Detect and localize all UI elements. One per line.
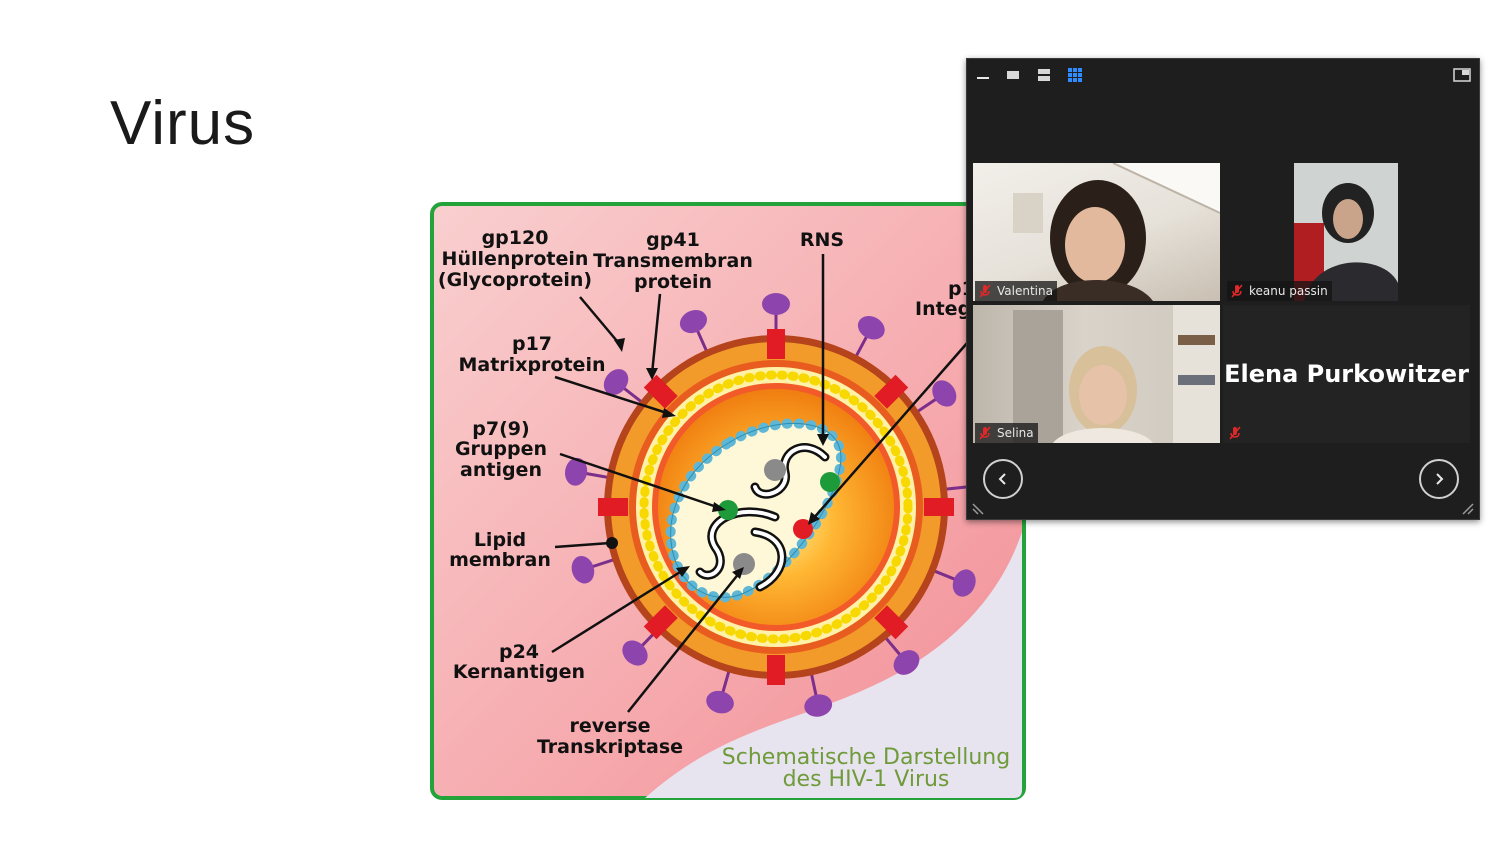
- gp41-blocks: [598, 329, 954, 685]
- label-p17-1: p17: [512, 333, 552, 355]
- chevron-right-icon: [1436, 473, 1444, 485]
- label-lipid-1: Lipid: [474, 529, 526, 551]
- label-p7-1: p7(9): [472, 418, 529, 440]
- participant-name: Valentina: [997, 284, 1053, 298]
- protein-dot-green-1: [718, 500, 738, 520]
- label-p17-2: Matrixprotein: [459, 354, 606, 376]
- participant-name-large: Elena Purkowitzer: [1224, 360, 1469, 388]
- hiv-diagram: gp120 Hüllenprotein (Glycoprotein) gp41 …: [430, 202, 1026, 800]
- minimize-icon[interactable]: [975, 67, 991, 83]
- label-gp41-3: protein: [634, 271, 712, 293]
- video-tile-elena[interactable]: Elena Purkowitzer: [1223, 305, 1470, 443]
- participant-name: keanu passin: [1249, 284, 1328, 298]
- participant-name-tag: Valentina: [975, 281, 1057, 301]
- participant-name-tag: keanu passin: [1227, 281, 1332, 301]
- mic-muted-icon: [979, 426, 991, 440]
- label-gp120-2: Hüllenprotein: [442, 248, 589, 270]
- single-view-icon[interactable]: [1005, 67, 1021, 83]
- protein-dot-green-2: [820, 472, 840, 492]
- video-feed: [1013, 305, 1220, 443]
- side-by-side-icon[interactable]: [1036, 67, 1052, 83]
- label-p1-2: Integ: [915, 298, 971, 320]
- mic-muted-icon: [1229, 426, 1241, 440]
- meeting-window: Valentina keanu passin Selina: [966, 58, 1480, 520]
- protein-dot-gray-1: [764, 459, 786, 481]
- matrix-dots: [639, 370, 913, 644]
- label-p24-2: Kernantigen: [453, 661, 585, 683]
- label-gp120-1: gp120: [482, 227, 549, 249]
- grid-view-icon[interactable]: [1067, 67, 1083, 83]
- resize-handle-icon[interactable]: [1461, 501, 1475, 515]
- label-rt-1: reverse: [569, 715, 650, 737]
- video-feed: [1013, 163, 1220, 301]
- label-lipid-2: membran: [449, 549, 551, 571]
- label-p24-1: p24: [499, 641, 539, 663]
- label-p7-3: antigen: [460, 459, 542, 481]
- diagram-caption-1: Schematische Darstellung: [722, 745, 1010, 770]
- label-gp41-2: Transmembran: [593, 250, 753, 272]
- mic-muted-icon: [979, 284, 991, 298]
- slide-title: Virus: [110, 89, 256, 158]
- label-gp120-3: (Glycoprotein): [438, 269, 592, 291]
- video-tile-valentina[interactable]: Valentina: [973, 163, 1220, 301]
- video-tile-keanu[interactable]: keanu passin: [1223, 163, 1470, 301]
- previous-page-button[interactable]: [983, 459, 1023, 499]
- participant-name-tag: Selina: [975, 423, 1038, 443]
- label-p7-2: Gruppen: [455, 438, 547, 460]
- next-page-button[interactable]: [1419, 459, 1459, 499]
- label-gp41-1: gp41: [646, 229, 700, 251]
- participant-name-tag: [1225, 423, 1251, 443]
- label-rns: RNS: [800, 229, 844, 251]
- mic-muted-icon: [1231, 284, 1243, 298]
- participant-name: Selina: [997, 426, 1034, 440]
- resize-handle-icon[interactable]: [971, 501, 985, 515]
- pip-icon[interactable]: [1453, 67, 1471, 83]
- video-feed: [1294, 163, 1398, 301]
- protein-dot-red: [793, 519, 813, 539]
- chevron-left-icon: [998, 473, 1006, 485]
- diagram-caption-2: des HIV-1 Virus: [783, 767, 950, 792]
- video-tile-selina[interactable]: Selina: [973, 305, 1220, 443]
- label-rt-2: Transkriptase: [537, 736, 683, 758]
- diagram-background-lavender: [645, 532, 1022, 798]
